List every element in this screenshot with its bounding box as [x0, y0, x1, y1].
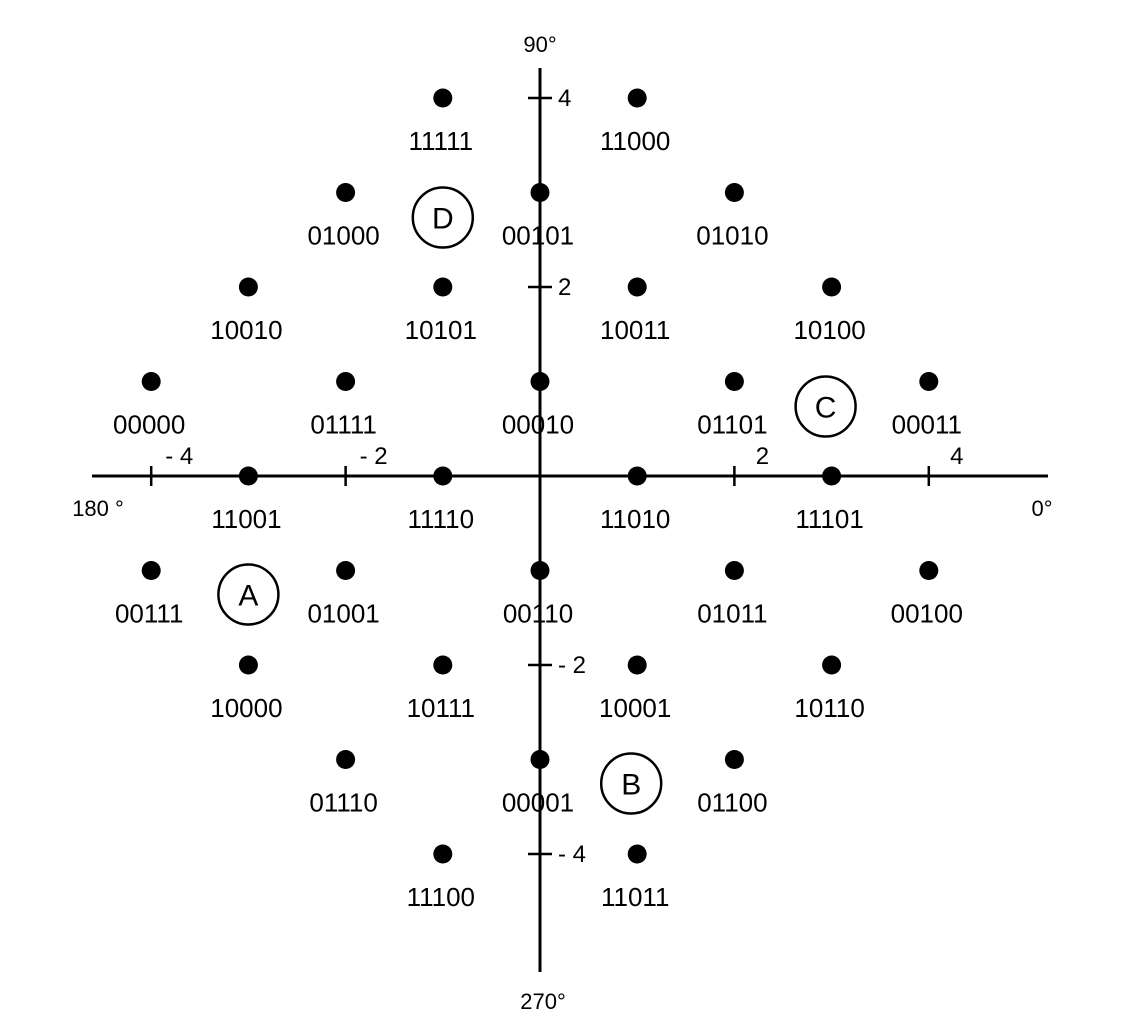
- constellation-point: [627, 466, 647, 486]
- constellation-point: [530, 750, 550, 769]
- constellation-point: [724, 750, 744, 769]
- region-marker-label: B: [621, 769, 641, 802]
- constellation-point: [724, 561, 744, 580]
- y-tick-label: 2: [558, 274, 571, 301]
- point-code-label: 01010: [696, 221, 768, 251]
- region-marker-circle: [599, 752, 663, 815]
- angle-label-0: 0°: [1031, 496, 1052, 521]
- point-code-label: 00100: [891, 599, 963, 629]
- constellation-point: [530, 561, 550, 580]
- region-marker-circle: [217, 563, 280, 626]
- angle-labels: 0° 90° 180 ° 270°: [72, 32, 1052, 1014]
- point-code-label: 10011: [600, 315, 670, 345]
- constellation-point: [336, 183, 356, 202]
- point-code-label: 11110: [408, 504, 475, 534]
- region-marker-label: D: [432, 203, 454, 236]
- region-markers: D C A B: [217, 186, 857, 815]
- constellation-point: [433, 88, 453, 108]
- constellation-point: [919, 372, 939, 391]
- constellation-point: [822, 277, 842, 297]
- point-code-label: 01110: [309, 788, 377, 818]
- point-code-label: 10110: [794, 693, 864, 723]
- constellation-points: 11111 11000 01000 00101 01010 10010 10101 10011…: [113, 88, 963, 912]
- point-code-label: 11101: [795, 504, 863, 534]
- angle-label-90: 90°: [523, 32, 556, 57]
- constellation-point: [822, 655, 842, 675]
- constellation-point: [141, 561, 161, 580]
- constellation-point: [238, 655, 258, 675]
- point-code-label: 01011: [697, 599, 767, 629]
- point-code-label: 01000: [307, 221, 379, 251]
- constellation-point: [530, 372, 550, 391]
- constellation-point: [530, 183, 550, 202]
- point-code-label: 00011: [892, 410, 962, 440]
- point-code-label: 00001: [502, 788, 574, 818]
- constellation-point: [822, 466, 842, 486]
- constellation-point: [238, 277, 258, 297]
- x-tick-label: 4: [950, 443, 963, 470]
- point-code-label: 10010: [210, 315, 282, 345]
- region-marker-circle: [794, 375, 857, 438]
- angle-label-270: 270°: [520, 989, 566, 1014]
- constellation-point: [141, 372, 161, 391]
- point-code-label: 10101: [405, 315, 477, 345]
- y-tick-label: 4: [558, 85, 571, 112]
- constellation-point: [433, 466, 453, 486]
- point-code-label: 11100: [407, 882, 475, 912]
- point-code-label: 10111: [407, 693, 475, 723]
- region-marker-label: C: [815, 392, 837, 425]
- point-code-label: 00010: [502, 410, 574, 440]
- constellation-point: [336, 561, 356, 580]
- constellation-point: [919, 561, 939, 580]
- constellation-point: [627, 88, 647, 108]
- constellation-point: [433, 844, 453, 864]
- axis-ticks: - 4 - 2 2 4 4 2 - 2 - 4: [149, 85, 963, 868]
- point-code-label: 11001: [211, 504, 281, 534]
- point-code-label: 11010: [600, 504, 670, 534]
- point-code-label: 01001: [307, 599, 379, 629]
- constellation-point: [433, 277, 453, 297]
- angle-label-180: 180 °: [72, 496, 124, 521]
- constellation-point: [336, 750, 356, 769]
- x-tick-label: 2: [756, 443, 769, 470]
- point-code-label: 00111: [115, 599, 183, 629]
- x-tick-label: - 4: [165, 443, 193, 470]
- point-code-label: 00110: [503, 599, 573, 629]
- region-marker-circle: [411, 186, 475, 249]
- point-code-label: 10001: [599, 693, 671, 723]
- y-tick-label: - 2: [558, 652, 586, 679]
- point-code-label: 00101: [502, 221, 574, 251]
- constellation-point: [724, 183, 744, 202]
- point-code-label: 11000: [600, 126, 670, 156]
- constellation-point: [627, 277, 647, 297]
- point-code-label: 10100: [793, 315, 865, 345]
- point-code-label: 01101: [697, 410, 767, 440]
- point-code-label: 10000: [210, 693, 282, 723]
- x-tick-label: - 2: [360, 443, 388, 470]
- constellation-point: [336, 372, 356, 391]
- point-code-label: 11111: [409, 126, 474, 156]
- constellation-point: [238, 466, 258, 486]
- y-tick-label: - 4: [558, 841, 586, 868]
- constellation-point: [433, 655, 453, 675]
- constellation-point: [724, 372, 744, 391]
- point-code-label: 00000: [113, 410, 185, 440]
- point-code-label: 01111: [310, 410, 377, 440]
- region-marker-label: A: [238, 580, 258, 613]
- point-code-label: 11011: [601, 882, 669, 912]
- constellation-point: [627, 844, 647, 864]
- point-code-label: 01100: [697, 788, 767, 818]
- constellation-point: [627, 655, 647, 675]
